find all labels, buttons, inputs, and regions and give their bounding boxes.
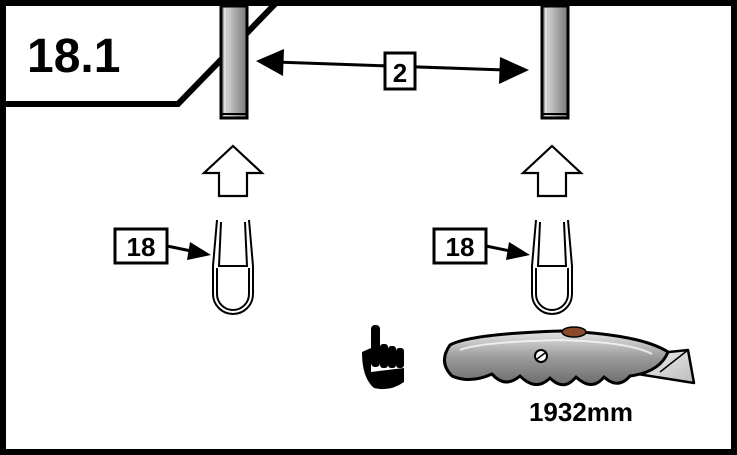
utility-knife-icon [443,326,696,387]
seal-right-label: 18 [446,232,475,262]
measurement-label: 1932mm [529,397,633,427]
spacing-part-label: 2 [393,58,407,88]
seal-profile-left [212,219,254,315]
pipe-right [540,4,570,120]
seal-callout-left: 18 [113,227,211,265]
up-arrow-icon-right [520,144,584,198]
seal-callout-right: 18 [432,227,530,265]
up-arrow-icon-left [201,144,265,198]
pointing-hand-icon [362,325,404,390]
spacing-part-callout: 2 [383,51,417,91]
step-number: 18.1 [27,30,120,83]
pipe-left [219,4,249,120]
seal-left-label: 18 [127,232,156,262]
seal-profile-right [531,219,573,315]
step-tab: 18.1 [0,0,284,107]
